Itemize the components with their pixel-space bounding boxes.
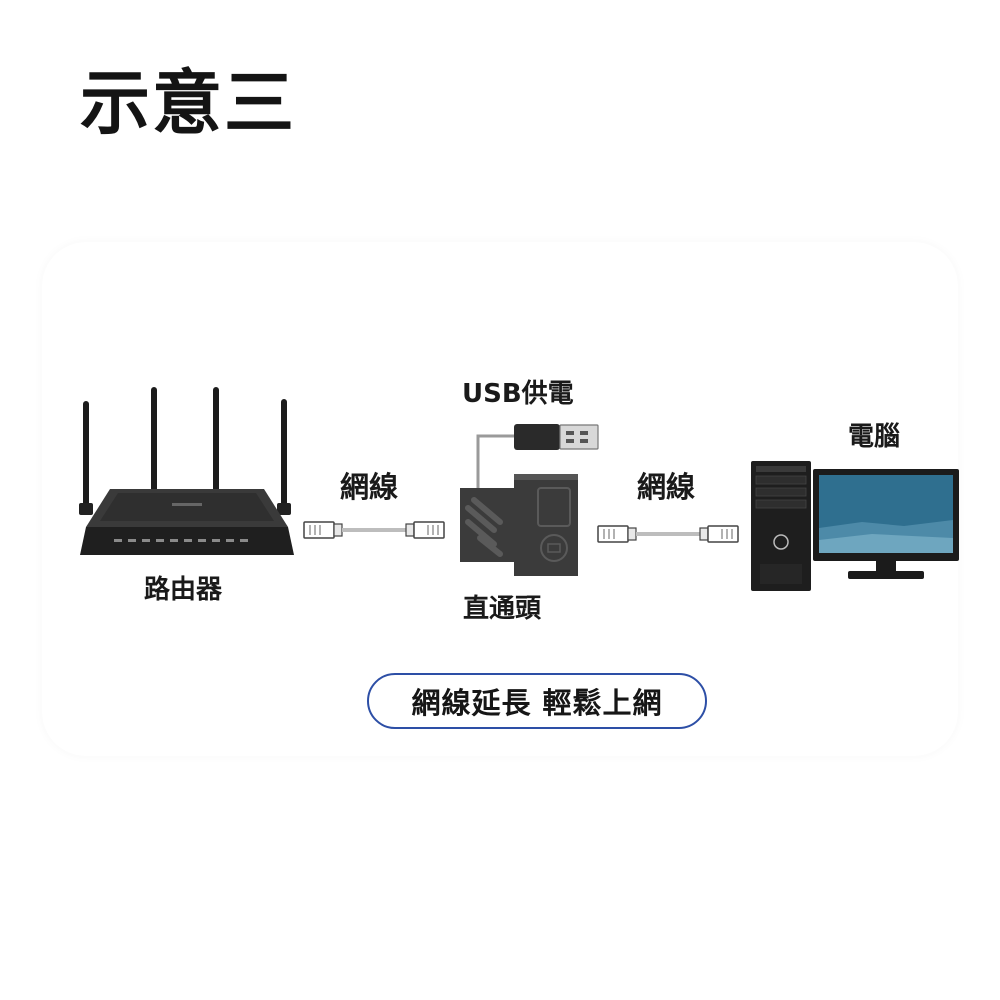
usb-plug-icon <box>476 424 599 494</box>
cable-right-label: 網線 <box>637 470 696 504</box>
usb-power-label: USB供電 <box>462 379 574 409</box>
desktop-tower-icon <box>751 461 811 591</box>
slogan-pill: 網線延長 輕鬆上網 <box>367 673 707 729</box>
router-label: 路由器 <box>144 575 223 605</box>
router-icon <box>79 387 294 555</box>
cable-left-label: 網線 <box>340 470 399 504</box>
ethernet-cable-icon <box>303 521 445 539</box>
coupler-label: 直通頭 <box>463 594 542 624</box>
computer-label: 電腦 <box>848 422 901 452</box>
rj45-coupler-icon <box>460 474 578 576</box>
slogan-text: 網線延長 輕鬆上網 <box>411 686 663 720</box>
ethernet-cable-icon <box>597 525 739 543</box>
monitor-icon <box>813 469 959 579</box>
page-title: 示意三 <box>80 62 296 144</box>
